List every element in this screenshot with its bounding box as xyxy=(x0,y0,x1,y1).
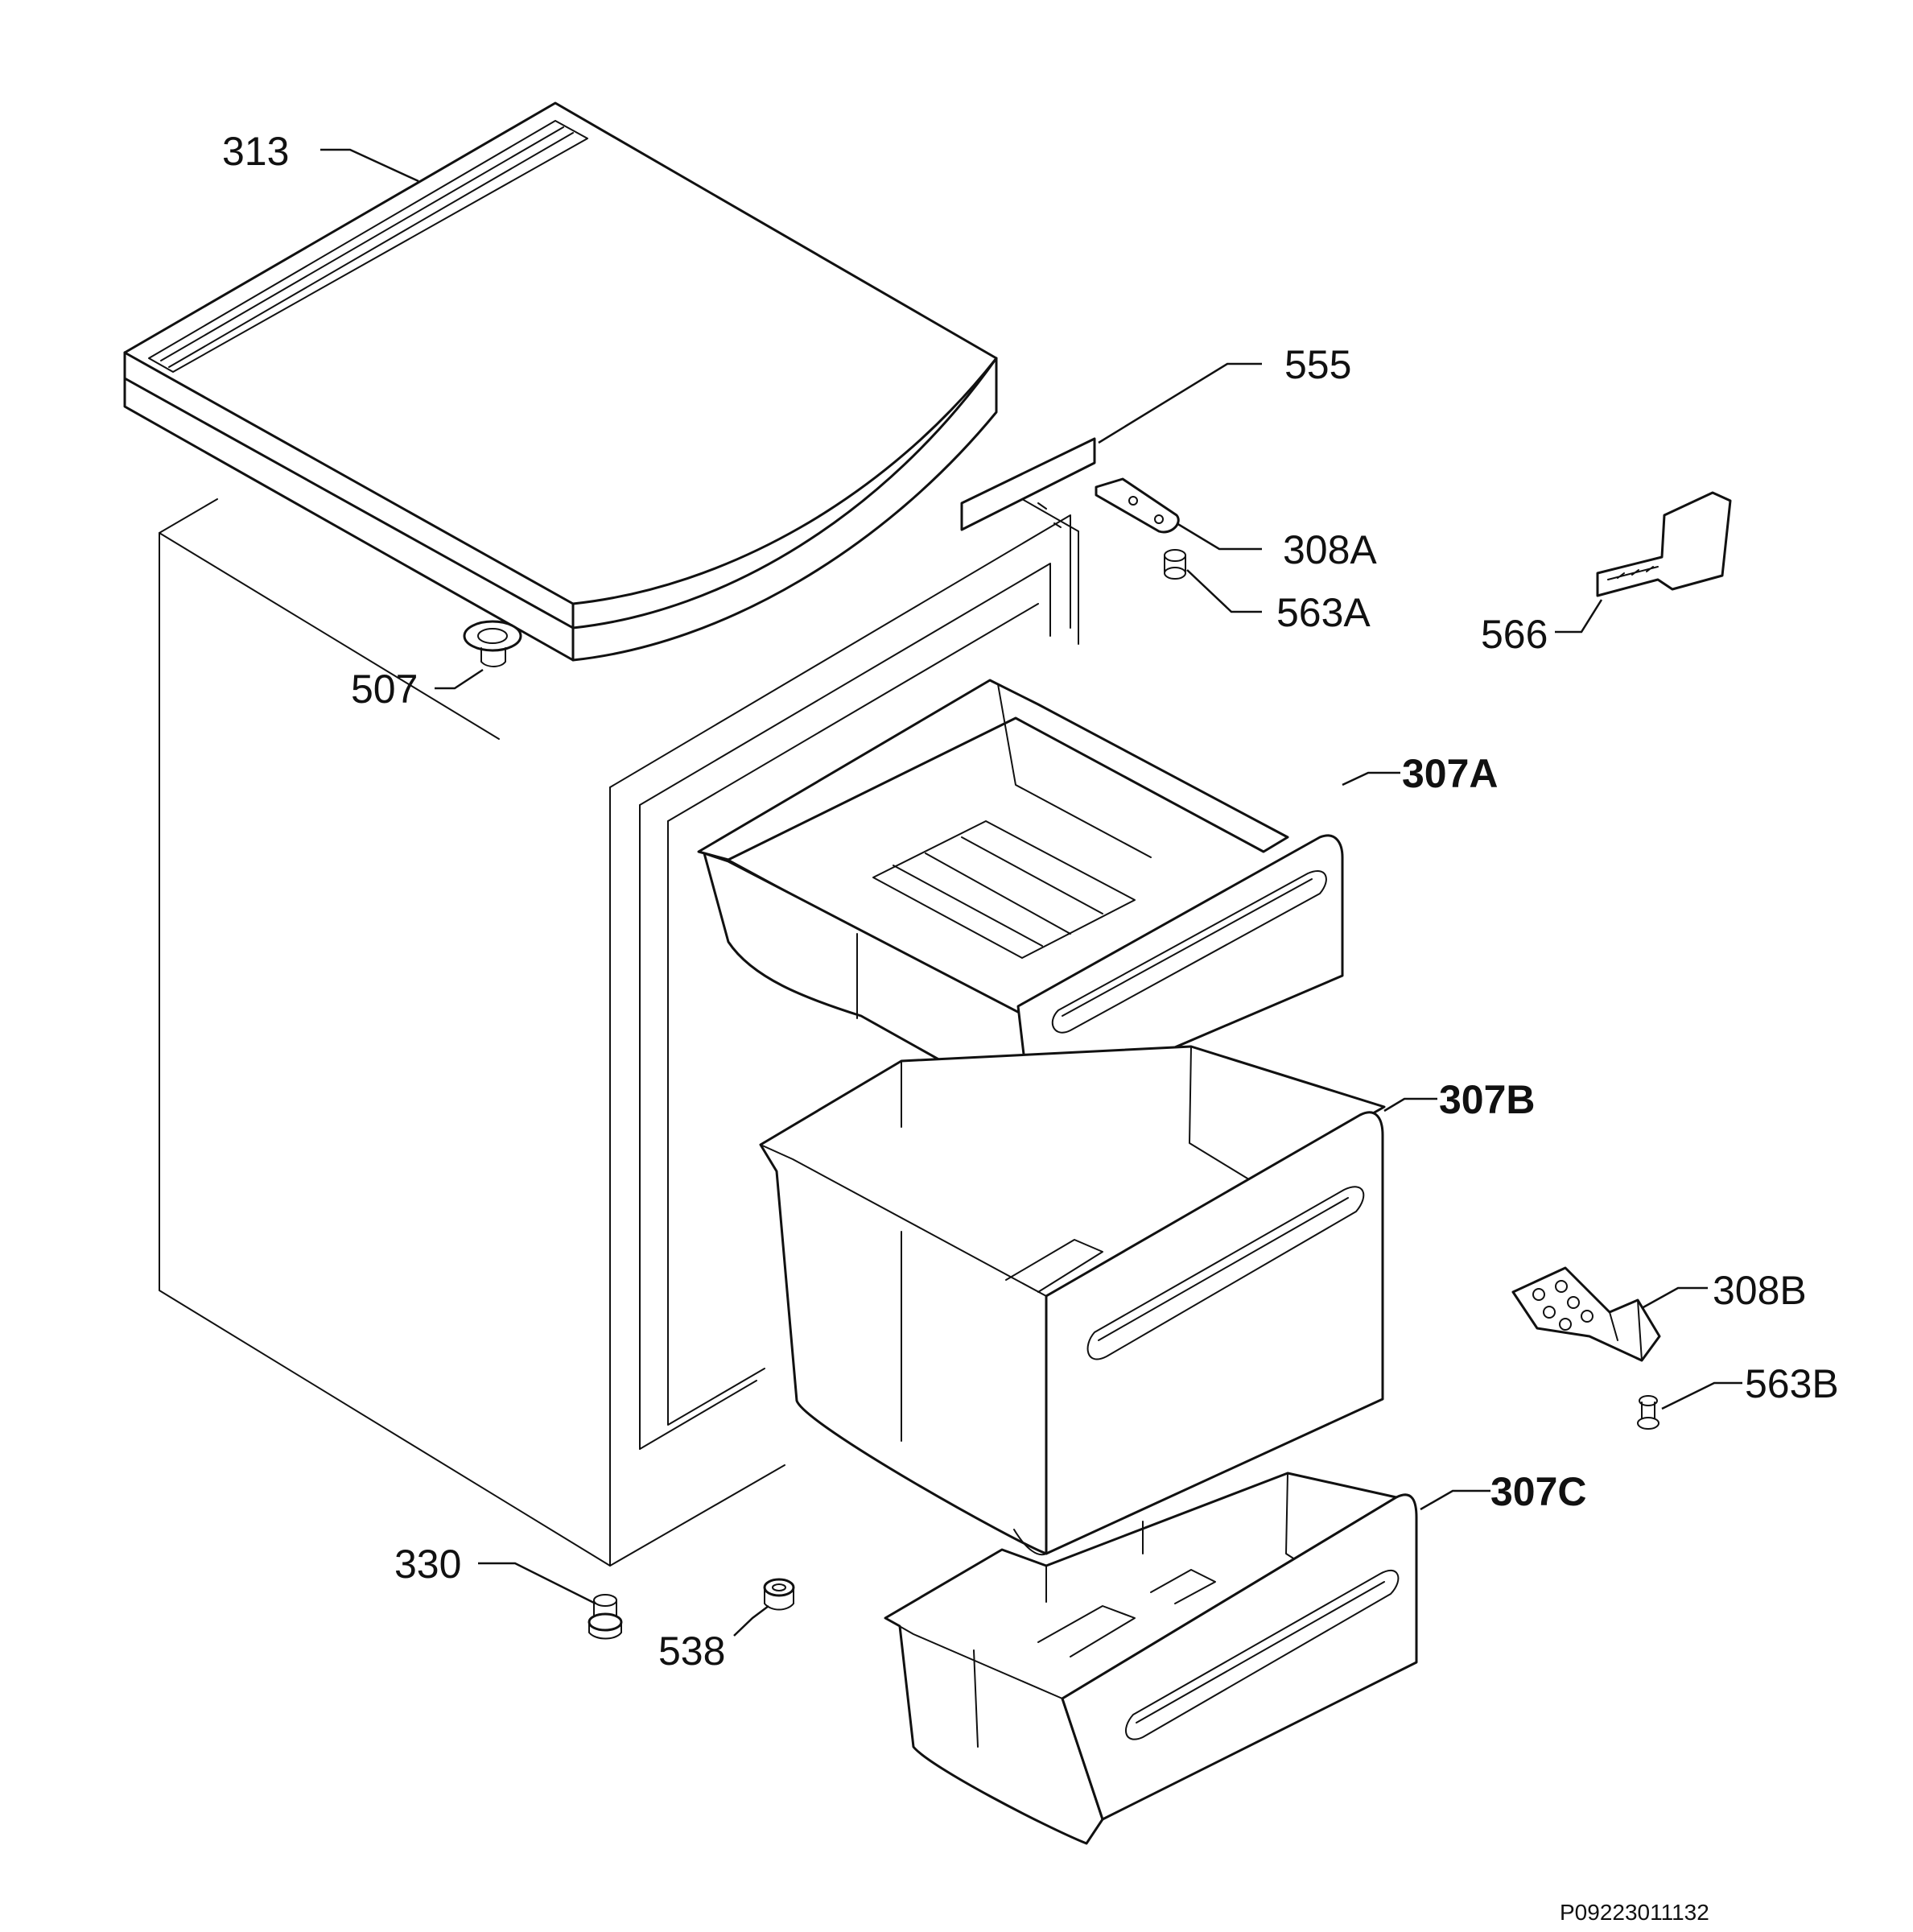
spacer-538 xyxy=(763,1578,795,1611)
label-307C: 307C xyxy=(1490,1469,1587,1514)
tool-566 xyxy=(1596,491,1732,597)
label-538: 538 xyxy=(658,1629,725,1674)
top-cover-313 xyxy=(123,101,998,662)
cabinet-body xyxy=(159,498,1079,1567)
reference-code: P09223011132 xyxy=(1560,1900,1709,1925)
hinge-308B xyxy=(1511,1266,1661,1362)
label-555: 555 xyxy=(1284,342,1351,387)
label-313: 313 xyxy=(222,129,289,174)
hinge-308A xyxy=(1095,477,1180,534)
label-308B: 308B xyxy=(1713,1268,1807,1313)
strip-555 xyxy=(960,437,1096,531)
drawer-307B xyxy=(759,1045,1386,1556)
screw-563B xyxy=(1637,1395,1659,1430)
label-308A: 308A xyxy=(1283,527,1377,572)
screw-563A xyxy=(1164,549,1186,580)
leader-lines xyxy=(320,148,1742,1637)
label-563B: 563B xyxy=(1745,1361,1839,1406)
label-566: 566 xyxy=(1481,612,1548,657)
label-330: 330 xyxy=(394,1542,461,1587)
plug-507 xyxy=(463,620,522,667)
drawer-307C xyxy=(884,1472,1418,1845)
label-563A: 563A xyxy=(1276,590,1371,635)
label-307A: 307A xyxy=(1402,751,1499,796)
foot-330 xyxy=(588,1594,623,1640)
drawer-307A xyxy=(697,679,1344,1111)
label-507: 507 xyxy=(351,667,418,712)
label-307B: 307B xyxy=(1439,1077,1536,1122)
